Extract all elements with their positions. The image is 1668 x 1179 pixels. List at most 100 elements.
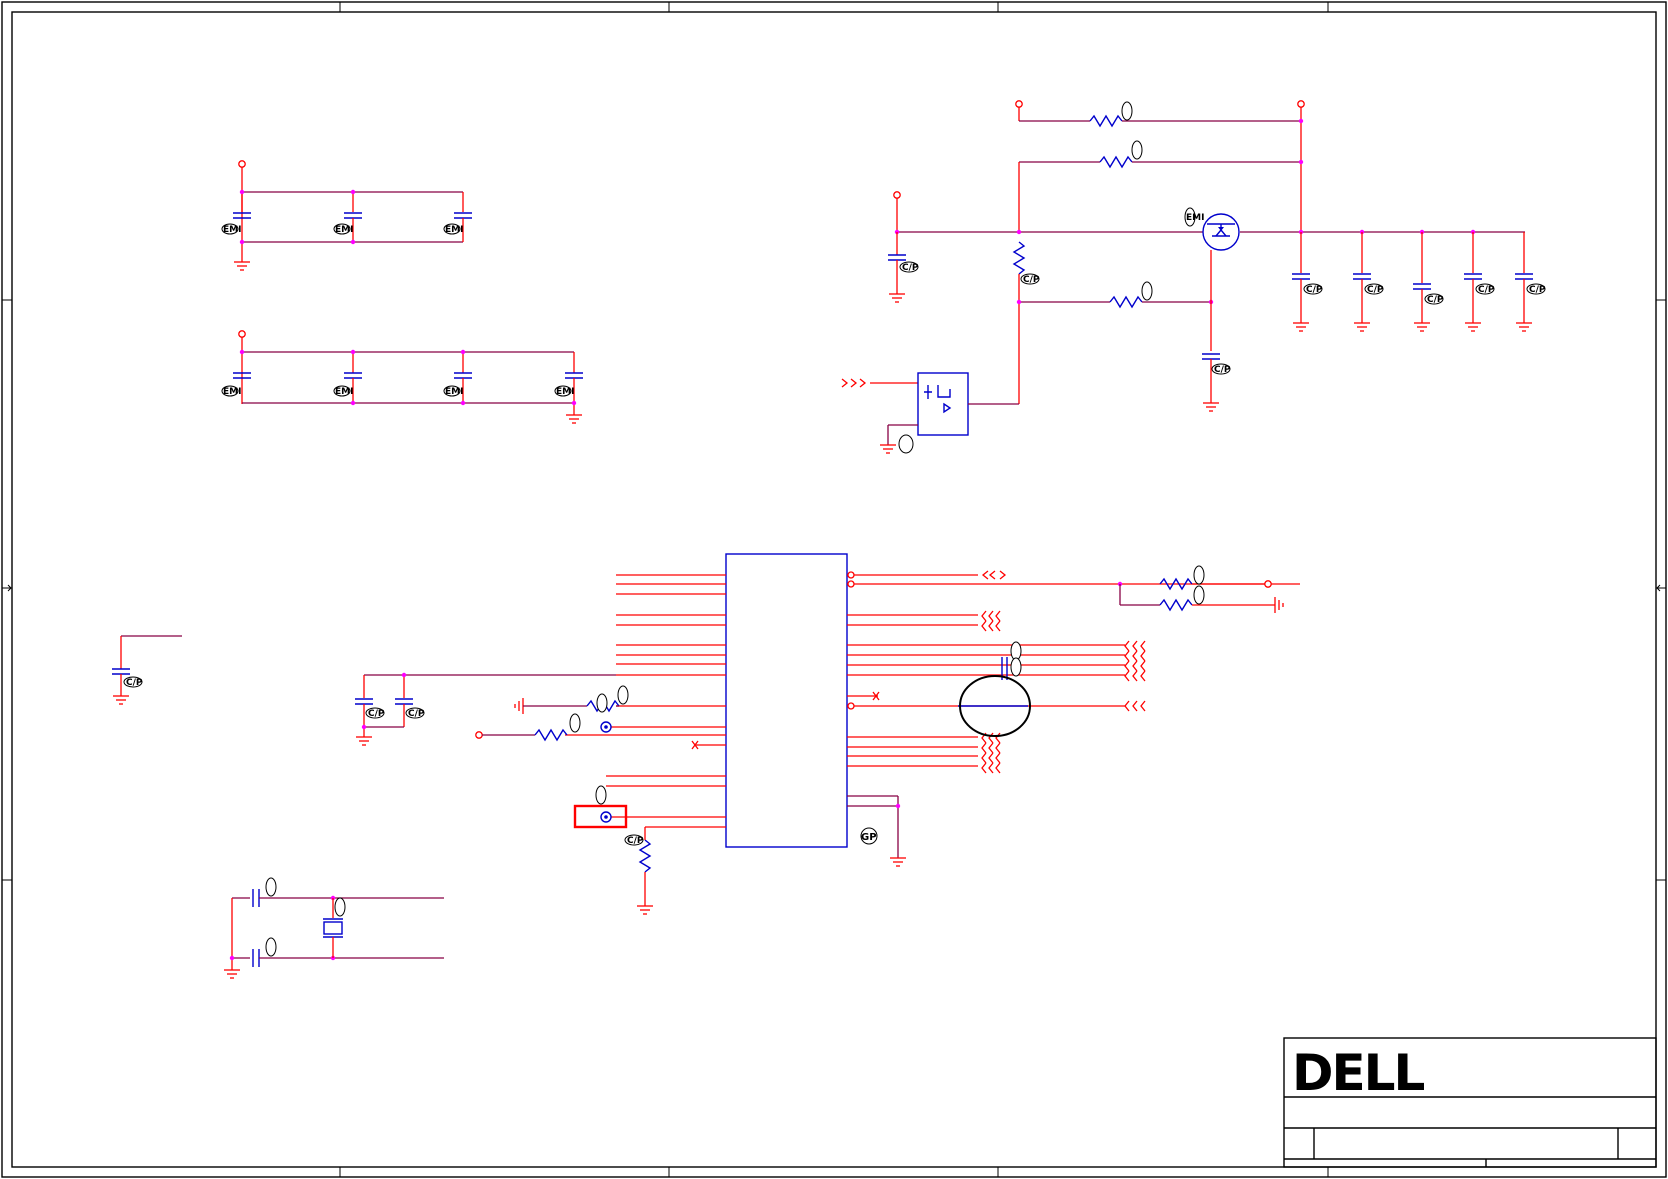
off-page-connector-icon (981, 570, 1007, 580)
capacitor-icon (888, 232, 906, 294)
power-pin (238, 330, 246, 338)
svg-text:EMI: EMI (335, 387, 353, 397)
capacitor-icon (1413, 232, 1431, 323)
cp-badge: C/P (1526, 283, 1546, 295)
ground-icon (113, 695, 129, 705)
decoupling-group-1: EMI EMI EMI (221, 160, 472, 271)
emi-badge: EMI (333, 385, 353, 397)
resistor-icon (534, 728, 568, 742)
emi-badge: EMI (1184, 207, 1204, 227)
ground-icon (890, 857, 906, 867)
emi-badge (1010, 641, 1022, 661)
off-page-connector-icon (1124, 700, 1146, 712)
svg-text:EMI: EMI (335, 225, 353, 235)
emi-badge: EMI (333, 223, 353, 235)
highlight-box (573, 804, 628, 829)
capacitor-icon (1515, 232, 1533, 323)
capacitor-icon (565, 352, 583, 415)
cp-badge: C/P (1364, 283, 1384, 295)
emi-badge: EMI (443, 385, 463, 397)
right-pin-lines (847, 574, 1300, 867)
cp-badge: C/P (365, 707, 385, 719)
capacitor-icon (233, 372, 251, 379)
svg-text:GP: GP (861, 832, 877, 843)
svg-text:C/P: C/P (902, 263, 919, 273)
emi-badge (1131, 140, 1143, 160)
cp-badge: C/P (1475, 283, 1495, 295)
svg-text:EMI: EMI (445, 387, 463, 397)
cp-badge: C/P (1211, 363, 1231, 375)
cp-badge: C/P (624, 834, 644, 846)
power-pin (238, 160, 246, 168)
ground-icon (1274, 597, 1284, 613)
test-point-icon (600, 811, 612, 823)
svg-text:C/P: C/P (627, 836, 644, 846)
emi-badge: EMI (221, 223, 241, 235)
ground-icon (1354, 322, 1370, 332)
crystal-icon (323, 898, 343, 958)
capacitor-icon (1292, 232, 1310, 323)
capacitor-icon (252, 949, 260, 967)
ground-icon (1414, 322, 1430, 332)
svg-text:C/P: C/P (1214, 365, 1231, 375)
svg-text:EMI: EMI (223, 387, 241, 397)
emi-badge: EMI (554, 385, 574, 397)
off-page-connector-icon (841, 378, 867, 388)
mosfet-icon (1202, 213, 1240, 251)
emi-badge (617, 685, 629, 705)
cp-badge: C/P (899, 261, 919, 273)
svg-text:C/P: C/P (408, 709, 425, 719)
capacitor-icon (112, 668, 130, 675)
crystal-circuit (224, 877, 444, 979)
capacitor-icon (233, 192, 251, 219)
emi-badge (1010, 657, 1022, 677)
cp-badge: C/P (123, 676, 143, 688)
emi-badge (1193, 585, 1205, 605)
svg-text:C/P: C/P (1478, 285, 1495, 295)
ground-icon (566, 414, 582, 424)
emi-badge (1121, 101, 1133, 121)
emi-badge (265, 877, 277, 897)
dell-logo: DELL (1292, 1044, 1425, 1102)
standalone-capacitor: C/P (112, 635, 182, 705)
ground-icon (514, 698, 524, 714)
svg-text:C/P: C/P (1367, 285, 1384, 295)
emi-badge: EMI (221, 385, 241, 397)
resistor-icon (1012, 241, 1026, 275)
emi-badge (898, 434, 914, 454)
capacitor-icon (454, 192, 472, 242)
svg-text:EMI: EMI (223, 225, 241, 235)
cp-badge: C/P (405, 707, 425, 719)
ground-icon (1516, 322, 1532, 332)
off-page-connector-icon (981, 610, 1001, 632)
svg-text:EMI: EMI (445, 225, 463, 235)
right-connectors (958, 565, 1284, 774)
svg-text:C/P: C/P (1427, 295, 1444, 305)
svg-text:C/P: C/P (1529, 285, 1546, 295)
svg-text:C/P: C/P (1306, 285, 1323, 295)
emi-badge (596, 693, 608, 713)
svg-text:EMI: EMI (556, 387, 574, 397)
emi-badge (569, 713, 581, 733)
capacitor-icon (395, 675, 413, 727)
capacitor-icon (1353, 232, 1371, 323)
output-capacitor-bank: C/P C/P C/P C/P C/P (1292, 229, 1546, 332)
annotation-circle (959, 675, 1031, 737)
decoupling-group-2: EMI EMI EMI EMI (221, 330, 583, 424)
emi-badge (595, 785, 607, 805)
resistor-icon (1159, 577, 1193, 591)
emi-badge (1193, 565, 1205, 585)
cp-badge: C/P (1303, 283, 1323, 295)
capacitor-icon (454, 352, 472, 403)
svg-text:C/P: C/P (368, 709, 385, 719)
capacitor-icon (344, 192, 362, 242)
gp-badge: GP (860, 827, 878, 845)
ground-icon (1203, 402, 1219, 412)
cp-badge: C/P (1020, 273, 1040, 285)
svg-text:C/P: C/P (126, 678, 143, 688)
title-block: DELL (1283, 1037, 1657, 1168)
capacitor-icon (1202, 353, 1220, 403)
capacitor-icon (355, 675, 373, 737)
capacitor-icon (252, 889, 260, 907)
